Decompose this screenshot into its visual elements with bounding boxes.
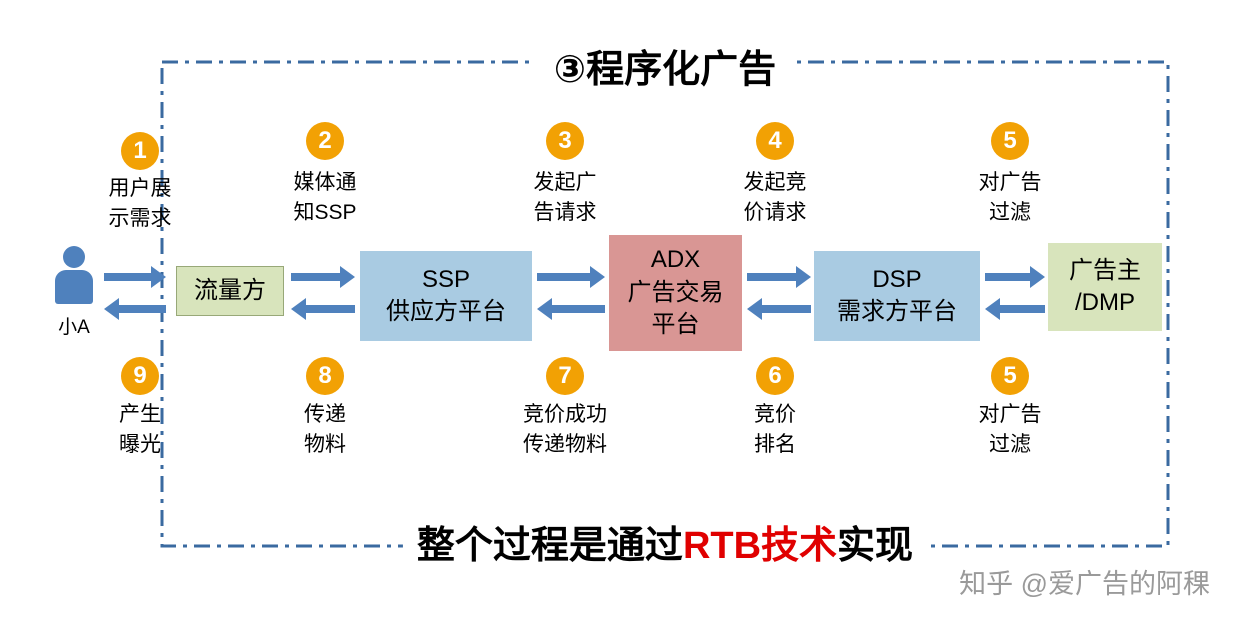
user-label: 小A (58, 317, 90, 338)
step-circle-6: 6 (756, 357, 794, 395)
step-label-7: 竞价成功 传递物料 (523, 403, 607, 457)
arrow-right-traffic-to-ssp (291, 266, 355, 288)
step-label-3: 发起广 告请求 (533, 171, 597, 225)
arrow-left-advertiser-to-dsp (985, 298, 1045, 320)
arrow-right-user-to-traffic (104, 266, 166, 288)
user-person-icon (52, 246, 96, 306)
step-label-9: 产生 曝光 (119, 403, 161, 457)
arrow-right-dsp-to-advertiser (985, 266, 1045, 288)
person-body-icon (55, 270, 93, 304)
person-head-icon (63, 246, 85, 268)
step-circle-7: 7 (546, 357, 584, 395)
step-circle-2: 2 (306, 122, 344, 160)
dsp-box: DSP 需求方平台 (814, 251, 980, 341)
adx-box: ADX 广告交易 平台 (609, 235, 742, 351)
page-title: ③程序化广告 (533, 38, 797, 93)
arrow-left-ssp-to-traffic (291, 298, 355, 320)
advertiser-dmp-box: 广告主 /DMP (1048, 243, 1162, 331)
step-circle-3: 3 (546, 122, 584, 160)
step-circle-4: 4 (756, 122, 794, 160)
step-label-4: 发起竞 价请求 (743, 171, 807, 225)
zhihu-watermark: 知乎 @爱广告的阿稞 (959, 569, 1210, 599)
arrow-left-dsp-to-adx (747, 298, 811, 320)
step-label-1: 用户展 示需求 (108, 177, 172, 231)
step-circle-5-top: 5 (991, 122, 1029, 160)
footer-rtb-highlight: RTB技术 (682, 525, 838, 567)
step-label-8: 传递 物料 (304, 403, 346, 457)
step-label-2: 媒体通 知SSP (293, 171, 357, 225)
step-label-5-top: 对广告 过滤 (978, 171, 1042, 225)
arrow-right-adx-to-dsp (747, 266, 811, 288)
traffic-side-box: 流量方 (176, 266, 284, 316)
footer-summary: 整个过程是通过RTB技术实现 (402, 514, 928, 569)
ssp-box: SSP 供应方平台 (360, 251, 532, 341)
step-label-5-bottom: 对广告 过滤 (978, 403, 1042, 457)
arrow-left-adx-to-ssp (537, 298, 605, 320)
step-circle-1: 1 (121, 132, 159, 170)
arrow-right-ssp-to-adx (537, 266, 605, 288)
step-circle-8: 8 (306, 357, 344, 395)
step-circle-9: 9 (121, 357, 159, 395)
step-circle-5-bottom: 5 (991, 357, 1029, 395)
arrow-left-traffic-to-user (104, 298, 166, 320)
footer-suffix: 实现 (837, 525, 914, 567)
footer-prefix: 整个过程是通过 (416, 525, 683, 567)
step-label-6: 竞价 排名 (754, 403, 796, 457)
